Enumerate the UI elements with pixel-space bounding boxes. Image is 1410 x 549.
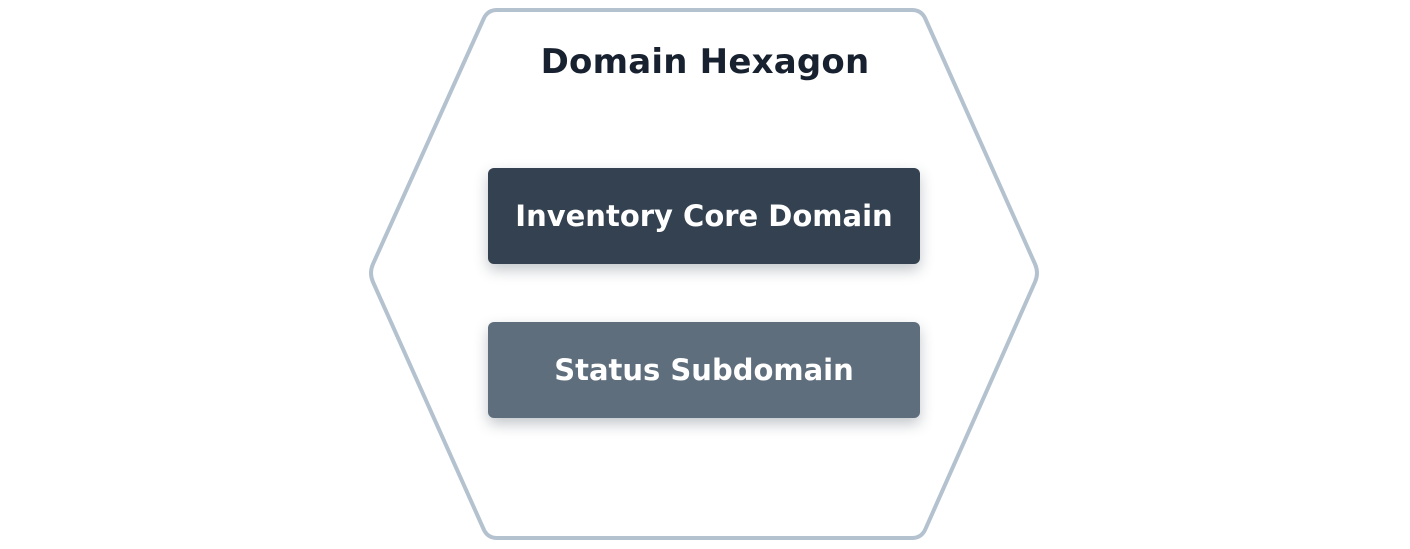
status-subdomain-label: Status Subdomain xyxy=(554,353,854,387)
inventory-core-domain-box: Inventory Core Domain xyxy=(488,168,920,264)
domain-hexagon-title: Domain Hexagon xyxy=(540,42,870,82)
status-subdomain-box: Status Subdomain xyxy=(488,322,920,418)
inventory-core-domain-label: Inventory Core Domain xyxy=(515,199,893,233)
domain-hexagon-shape xyxy=(369,8,1039,540)
